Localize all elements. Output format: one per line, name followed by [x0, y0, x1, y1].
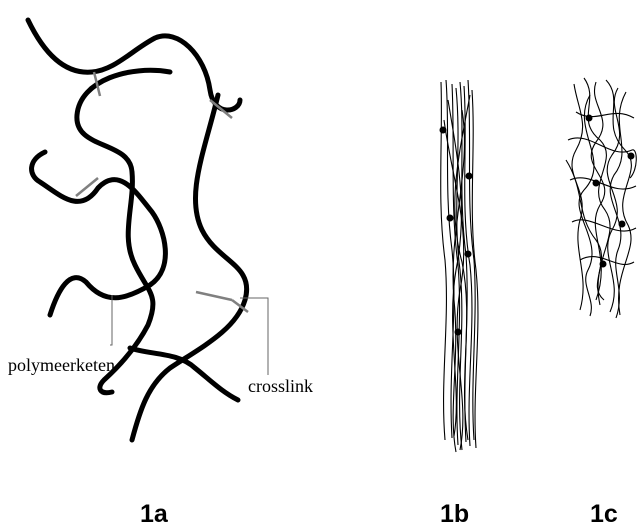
panel-label-1b: 1b: [440, 500, 469, 528]
figure-1a: polymeerketen crosslink: [8, 20, 313, 440]
panel-label-1c: 1c: [590, 500, 618, 528]
figure-1b: [440, 80, 478, 452]
crosslink-point: [465, 251, 472, 258]
crosslink-point: [619, 221, 626, 228]
crosslink-point: [455, 329, 462, 336]
crosslink-point: [600, 261, 607, 268]
fiber: [572, 84, 583, 310]
figure-1c: [566, 78, 636, 318]
crosslink-point: [440, 127, 447, 134]
polymer-chain-5: [130, 348, 238, 400]
panel-label-1a: 1a: [140, 500, 169, 528]
polymer-chain-3: [32, 152, 166, 315]
crosslink-point: [593, 180, 600, 187]
crosslink-4: [196, 292, 232, 300]
crosslink-point: [447, 215, 454, 222]
crosslink-point: [586, 115, 593, 122]
polymer-chain-2: [77, 70, 170, 392]
fiber: [610, 92, 626, 318]
crosslink-label: crosslink: [248, 376, 313, 396]
fiber: [441, 82, 447, 440]
crosslink-point: [466, 173, 473, 180]
crosslink-point: [628, 153, 635, 160]
polymer-chain-4: [132, 95, 247, 440]
fiber: [568, 138, 636, 178]
polymer-chain-label: polymeerketen: [8, 355, 115, 375]
polymer-chain-leader: [110, 295, 112, 345]
polymer-chain-1: [28, 20, 240, 110]
